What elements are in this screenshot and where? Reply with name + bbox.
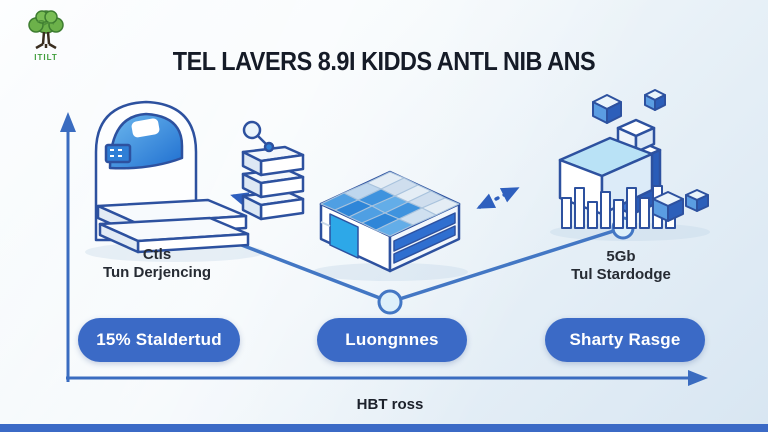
x-axis-arrowhead bbox=[688, 370, 708, 386]
gauge-icon bbox=[242, 120, 262, 140]
printer-illustration bbox=[94, 100, 305, 254]
left-label-line2: Tun Derjencing bbox=[102, 264, 212, 281]
x-axis bbox=[66, 370, 708, 386]
floating-cube bbox=[644, 89, 666, 111]
pill-left-button[interactable]: 15% Staldertud bbox=[78, 318, 240, 362]
machine-display bbox=[104, 143, 132, 164]
pill-right-button[interactable]: Sharty Rasge bbox=[545, 318, 705, 362]
y-axis-arrowhead bbox=[60, 112, 76, 132]
right-label-line2: Tul Stardodge bbox=[571, 266, 671, 283]
floating-cube bbox=[592, 94, 622, 124]
pill-middle-button[interactable]: Luongnnes bbox=[317, 318, 467, 362]
left-station-label: Ctls Tun Derjencing bbox=[57, 246, 257, 282]
logo: ITILT bbox=[14, 8, 78, 62]
machine-trays bbox=[96, 198, 250, 254]
machine-window bbox=[131, 118, 160, 138]
machine-side-unit bbox=[241, 120, 305, 221]
right-label-line1: 5Gb bbox=[606, 248, 636, 265]
node-middle bbox=[377, 289, 403, 315]
left-label-line1: Ctls bbox=[142, 246, 172, 263]
tree-icon bbox=[28, 10, 64, 50]
bottom-accent-bar bbox=[0, 424, 768, 432]
right-station-label: 5Gb Tul Stardodge bbox=[521, 248, 721, 284]
floating-cube bbox=[685, 189, 709, 212]
container-solar-grid bbox=[320, 171, 460, 237]
logo-text: ITILT bbox=[34, 53, 58, 62]
floating-cube bbox=[652, 191, 684, 222]
floating-cubes bbox=[592, 89, 709, 222]
city-columns bbox=[561, 185, 676, 229]
dashed-arrow-right bbox=[476, 187, 520, 209]
x-axis-label: HBT ross bbox=[356, 396, 424, 413]
container-illustration bbox=[319, 170, 461, 273]
page-title: TEL LAVERS 8.9I KIDDS ANTL NIB ANS bbox=[172, 46, 596, 76]
city-illustration bbox=[558, 89, 709, 229]
y-axis bbox=[60, 112, 76, 382]
